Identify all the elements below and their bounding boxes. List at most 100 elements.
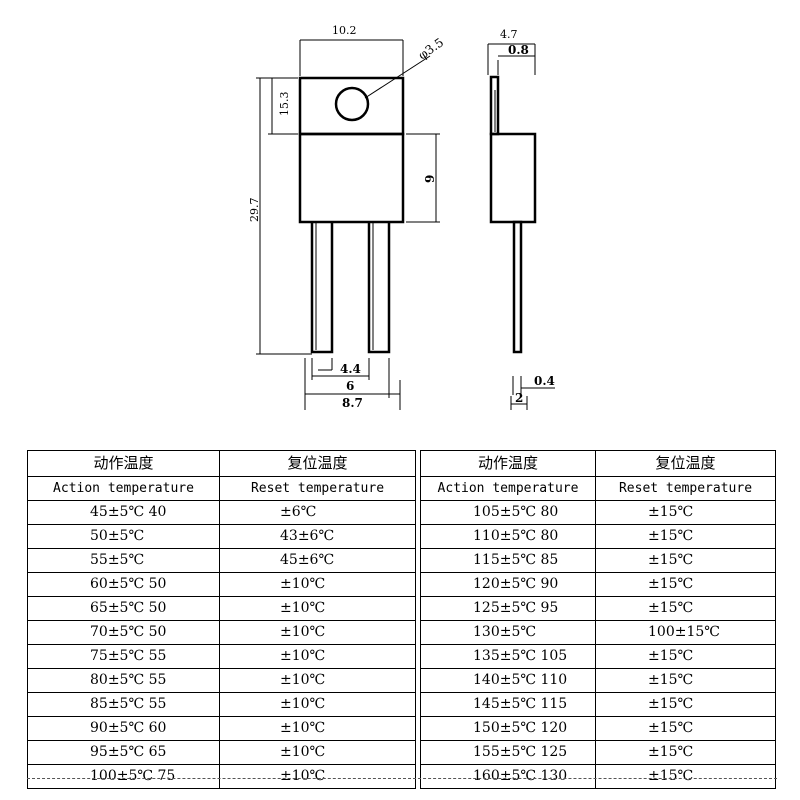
table-row: 135±5℃ 105±15℃ (420, 644, 776, 669)
header-action-cn: 动作温度 (420, 450, 596, 477)
table-row: 45±5℃ 40±6℃ (27, 500, 416, 525)
reset-temp-cell: ±10℃ (219, 596, 416, 621)
table-row: 60±5℃ 50±10℃ (27, 572, 416, 597)
temperature-table-right: 动作温度 复位温度 Action temperature Reset tempe… (420, 450, 776, 789)
reset-temp-cell: 100±15℃ (595, 620, 776, 645)
reset-temp-cell: ±15℃ (595, 740, 776, 765)
header-row-cn: 动作温度 复位温度 (420, 450, 776, 477)
action-temp-cell: 70±5℃ 50 (27, 620, 220, 645)
action-temp-cell: 140±5℃ 110 (420, 668, 596, 693)
temperature-table-left: 动作温度 复位温度 Action temperature Reset tempe… (27, 450, 416, 789)
action-temp-cell: 85±5℃ 55 (27, 692, 220, 717)
table-row: 90±5℃ 60±10℃ (27, 716, 416, 741)
action-temp-cell: 110±5℃ 80 (420, 524, 596, 549)
action-temp-cell: 130±5℃ (420, 620, 596, 645)
table-row: 115±5℃ 85±15℃ (420, 548, 776, 573)
dim-tab-height: 15.3 (278, 92, 291, 117)
header-row-cn: 动作温度 复位温度 (27, 450, 416, 477)
table-row: 65±5℃ 50±10℃ (27, 596, 416, 621)
reset-temp-cell: ±15℃ (595, 668, 776, 693)
side-lead (512, 220, 523, 354)
table-row: 100±5℃ 75±10℃ (27, 764, 416, 789)
table-row: 75±5℃ 55±10℃ (27, 644, 416, 669)
reset-temp-cell: ±15℃ (595, 500, 776, 525)
dim-pitch: 6 (346, 379, 354, 393)
reset-temp-cell: ±15℃ (595, 764, 776, 789)
action-temp-cell: 145±5℃ 115 (420, 692, 596, 717)
dim-total-height: 29.7 (248, 198, 261, 223)
front-lead-left (310, 222, 334, 354)
action-temp-cell: 90±5℃ 60 (27, 716, 220, 741)
action-temp-cell: 100±5℃ 75 (27, 764, 220, 789)
side-view (489, 75, 537, 354)
reset-temp-cell: ±15℃ (595, 716, 776, 741)
table-row: 155±5℃ 125±15℃ (420, 740, 776, 765)
action-temp-cell: 50±5℃ (27, 524, 220, 549)
header-action-en: Action temperature (27, 476, 220, 501)
reset-temp-cell: ±10℃ (219, 764, 416, 789)
table-row: 140±5℃ 110±15℃ (420, 668, 776, 693)
action-temp-cell: 135±5℃ 105 (420, 644, 596, 669)
reset-temp-cell: ±10℃ (219, 620, 416, 645)
dim-tab-thickness: 0.8 (508, 43, 529, 57)
table-row: 85±5℃ 55±10℃ (27, 692, 416, 717)
side-body (489, 132, 537, 224)
reset-temp-cell: ±15℃ (595, 596, 776, 621)
table-row: 160±5℃ 130±15℃ (420, 764, 776, 789)
action-temp-cell: 155±5℃ 125 (420, 740, 596, 765)
table-row: 70±5℃ 50±10℃ (27, 620, 416, 645)
front-lead-right (367, 222, 391, 354)
action-temp-cell: 55±5℃ (27, 548, 220, 573)
dim-lead-thickness: 0.4 (534, 374, 555, 388)
action-temp-cell: 60±5℃ 50 (27, 572, 220, 597)
table-row: 80±5℃ 55±10℃ (27, 668, 416, 693)
reset-temp-cell: ±15℃ (595, 644, 776, 669)
reset-temp-cell: ±15℃ (595, 572, 776, 597)
header-reset-en: Reset temperature (595, 476, 776, 501)
table-row: 125±5℃ 95±15℃ (420, 596, 776, 621)
dim-side-thickness: 4.7 (500, 28, 518, 41)
reset-temp-cell: ±15℃ (595, 692, 776, 717)
front-tab (298, 76, 405, 136)
table-row: 150±5℃ 120±15℃ (420, 716, 776, 741)
table-row: 105±5℃ 80±15℃ (420, 500, 776, 525)
table-row: 145±5℃ 115±15℃ (420, 692, 776, 717)
package-drawing: 10.2 φ3.5 15.3 29.7 9 4.4 6 8.7 4.7 0.8 … (248, 24, 555, 410)
dim-hole: φ3.5 (416, 35, 447, 62)
dim-body-height: 9 (423, 175, 437, 183)
header-row-en: Action temperature Reset temperature (27, 476, 416, 501)
reset-temp-cell: ±10℃ (219, 644, 416, 669)
reset-temp-cell: ±10℃ (219, 716, 416, 741)
action-temp-cell: 120±5℃ 90 (420, 572, 596, 597)
action-temp-cell: 150±5℃ 120 (420, 716, 596, 741)
header-action-cn: 动作温度 (27, 450, 220, 477)
reset-temp-cell: ±15℃ (595, 524, 776, 549)
action-temp-cell: 80±5℃ 55 (27, 668, 220, 693)
reset-temp-cell: 43±6℃ (219, 524, 416, 549)
table-row: 120±5℃ 90±15℃ (420, 572, 776, 597)
front-body (298, 132, 405, 224)
dim-width: 10.2 (332, 24, 357, 37)
bottom-divider (27, 778, 777, 779)
reset-temp-cell: ±10℃ (219, 668, 416, 693)
header-row-en: Action temperature Reset temperature (420, 476, 776, 501)
dim-lead-width: 4.4 (340, 362, 361, 376)
reset-temp-cell: ±10℃ (219, 692, 416, 717)
action-temp-cell: 45±5℃ 40 (27, 500, 220, 525)
reset-temp-cell: ±10℃ (219, 740, 416, 765)
reset-temp-cell: 45±6℃ (219, 548, 416, 573)
reset-temp-cell: ±10℃ (219, 572, 416, 597)
reset-temp-cell: ±15℃ (595, 548, 776, 573)
table-row: 95±5℃ 65±10℃ (27, 740, 416, 765)
table-row: 110±5℃ 80±15℃ (420, 524, 776, 549)
header-action-en: Action temperature (420, 476, 596, 501)
reset-temp-cell: ±6℃ (219, 500, 416, 525)
mounting-hole (334, 86, 370, 122)
action-temp-cell: 160±5℃ 130 (420, 764, 596, 789)
dim-lead-offset: 2 (515, 391, 523, 405)
action-temp-cell: 115±5℃ 85 (420, 548, 596, 573)
header-reset-cn: 复位温度 (219, 450, 416, 477)
